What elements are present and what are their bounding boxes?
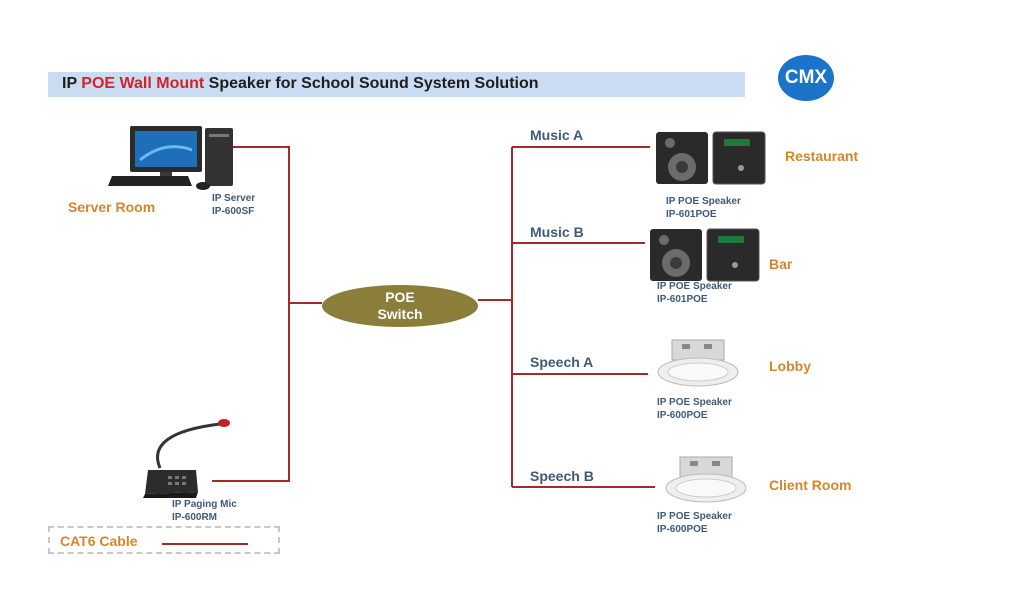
wall-speaker-icon-bar [650,228,760,282]
cable-legend-label: CAT6 Cable [60,533,138,549]
server-device-model: IP-600SF [212,206,255,217]
title-prefix: IP [62,75,82,92]
mic-device-model: IP-600RM [172,512,218,523]
title-highlight: POE Wall Mount [81,75,205,92]
speaker-name: IP POE Speaker [657,511,732,522]
speaker-name: IP POE Speaker [657,397,732,408]
speaker-name: IP POE Speaker [657,281,732,292]
wall-speaker-icon-restaurant [656,131,766,185]
location-bar: Bar [769,256,793,272]
location-restaurant: Restaurant [785,148,859,164]
speaker-label-client-room: IP POE Speaker IP-600POE [657,510,732,536]
cat6-wiring [162,146,655,545]
location-lobby: Lobby [769,358,811,374]
speaker-label-bar: IP POE Speaker IP-601POE [657,280,732,306]
line-label-music-a: Music A [530,127,584,143]
speaker-model: IP-601POE [666,209,717,220]
poe-switch: POE Switch [322,285,478,327]
speaker-model: IP-600POE [657,524,708,535]
switch-label-line2: Switch [377,306,423,322]
location-server-room: Server Room [68,199,156,215]
speaker-name: IP POE Speaker [666,196,741,207]
title-bar [48,72,745,97]
desktop-computer-icon [108,126,233,190]
speaker-model: IP-601POE [657,294,708,305]
logo-text: CMX [784,67,828,88]
cable-legend-box [48,526,280,554]
ceiling-speaker-icon-client-room [665,456,747,503]
speaker-label-lobby: IP POE Speaker IP-600POE [657,396,732,422]
title-suffix: Speaker for School Sound System Solution [204,75,539,92]
line-label-speech-a: Speech A [530,354,594,370]
location-client-room: Client Room [769,477,852,493]
switch-label-line1: POE [385,289,415,305]
server-device-name: IP Server [212,193,256,204]
speaker-model: IP-600POE [657,410,708,421]
speaker-label-restaurant: IP POE Speaker IP-601POE [666,195,741,221]
line-label-speech-b: Speech B [530,468,594,484]
server-device-label: IP Server IP-600SF [212,192,255,218]
ceiling-speaker-icon-lobby [657,339,739,387]
wire-server-mic [212,146,290,482]
mic-device-name: IP Paging Mic [172,499,237,510]
paging-microphone-icon [143,419,230,498]
diagram-title: IP POE Wall Mount Speaker for School Sou… [62,75,539,93]
mic-device-label: IP Paging Mic IP-600RM [172,498,237,524]
line-label-music-b: Music B [530,224,584,240]
cmx-logo: CMX [778,55,834,101]
